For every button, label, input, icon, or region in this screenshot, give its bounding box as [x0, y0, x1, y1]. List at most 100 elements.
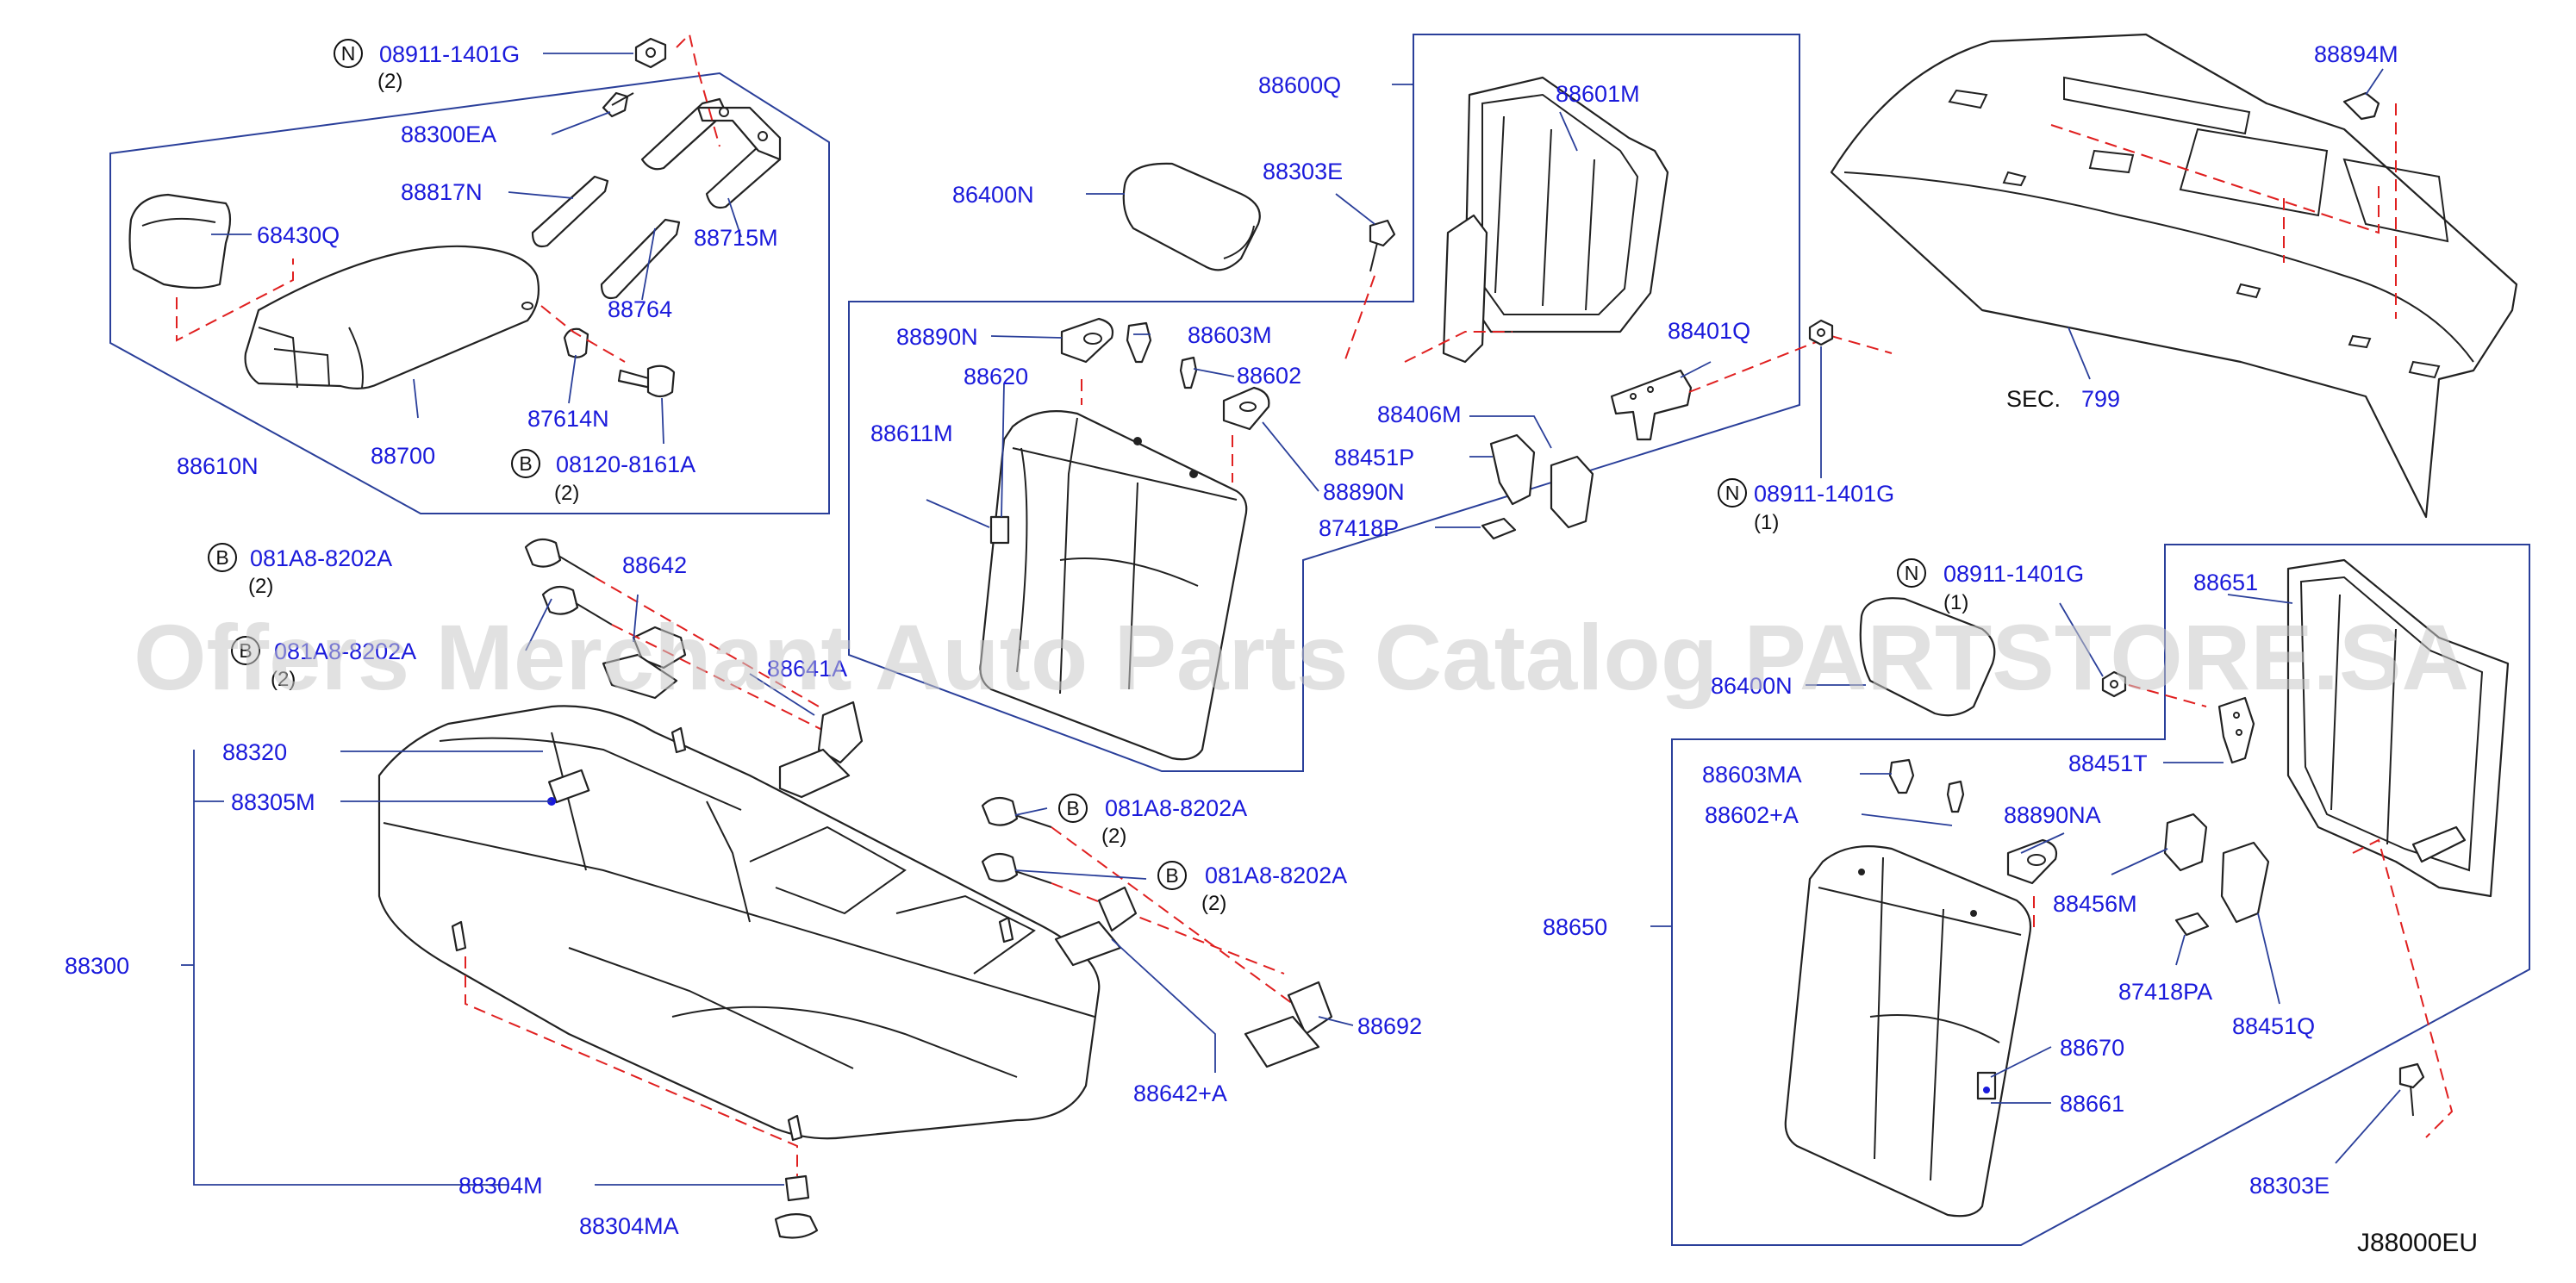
svg-text:B: B [215, 546, 228, 569]
label-86400N-upper[interactable]: 86400N [952, 182, 1034, 208]
label-86400N-lower[interactable]: 86400N [1711, 673, 1793, 699]
label-88700[interactable]: 88700 [371, 443, 435, 469]
label-88890N-b[interactable]: 88890N [1323, 479, 1405, 505]
qty-081A8-8202A-b: (2) [271, 668, 296, 691]
label-88715M[interactable]: 88715M [694, 225, 778, 251]
armrest-plate-88764 [600, 218, 681, 300]
label-88303E-upper[interactable]: 88303E [1263, 159, 1343, 184]
qty-08120-8161A: (2) [554, 482, 579, 505]
seat-cushion-88300 [377, 705, 1101, 1142]
seatback-lower-group-box [1671, 544, 2530, 1246]
label-88304M[interactable]: 88304M [458, 1173, 543, 1199]
section-number-link[interactable]: 799 [2081, 386, 2120, 412]
cover-88406M [1489, 433, 1536, 506]
label-88651[interactable]: 88651 [2193, 570, 2258, 595]
label-88661[interactable]: 88661 [2060, 1091, 2124, 1117]
label-081A8-8202A-b[interactable]: 081A8-8202A [274, 638, 416, 664]
bracket-88641A [778, 701, 864, 799]
bracket-88642 [602, 626, 687, 700]
seatback-88620 [979, 410, 1248, 761]
label-88303E-lower[interactable]: 88303E [2249, 1173, 2330, 1199]
label-081A8-8202A-d[interactable]: 081A8-8202A [1205, 863, 1347, 888]
armrest-body [244, 245, 540, 389]
label-88305M[interactable]: 88305M [231, 789, 315, 815]
label-88611M[interactable]: 88611M [870, 420, 953, 446]
label-87418P[interactable]: 87418P [1319, 515, 1399, 541]
bracket-88401Q [1610, 369, 1693, 441]
label-081A8-8202A-a[interactable]: 081A8-8202A [250, 545, 392, 571]
clip-88894M [2342, 91, 2380, 121]
escutcheon-88890N-b [1222, 386, 1270, 431]
svg-text:N: N [341, 42, 356, 65]
label-88670[interactable]: 88670 [2060, 1035, 2124, 1061]
watermark: Offers Merchant Auto Parts Catalog PARTS… [134, 605, 2469, 709]
label-88602[interactable]: 88602 [1237, 363, 1301, 389]
label-88602A[interactable]: 88602+A [1705, 802, 1799, 828]
label-88300[interactable]: 88300 [65, 953, 129, 979]
qty-08911-1401G-mid: (1) [1754, 511, 1779, 534]
cover-88451P [1550, 455, 1594, 529]
label-88650[interactable]: 88650 [1543, 914, 1607, 940]
qty-081A8-8202A-d: (2) [1201, 892, 1226, 915]
clip-88304M [784, 1174, 810, 1202]
label-88601M[interactable]: 88601M [1556, 81, 1640, 107]
bolt-081A8-c [981, 796, 1052, 828]
leader-lines [211, 53, 2401, 1186]
escutcheon-88890N-a [1060, 317, 1114, 364]
label-88642[interactable]: 88642 [622, 552, 687, 578]
label-88894M[interactable]: 88894M [2314, 41, 2398, 67]
escutcheon-88890NA [2006, 838, 2058, 885]
clip-88304MA [774, 1213, 819, 1239]
label-88603M[interactable]: 88603M [1188, 322, 1272, 348]
label-88406M[interactable]: 88406M [1377, 402, 1462, 427]
label-08911-1401G-mid[interactable]: 08911-1401G [1754, 481, 1894, 507]
label-88890NA[interactable]: 88890NA [2004, 802, 2101, 828]
clip-87418P [1481, 517, 1517, 540]
label-88304MA[interactable]: 88304MA [579, 1213, 679, 1239]
label-88610N[interactable]: 88610N [177, 453, 259, 479]
label-88401Q[interactable]: 88401Q [1668, 318, 1750, 344]
bushing-87614N [563, 327, 589, 358]
bolt-081A8-b [541, 585, 613, 626]
section-prefix: SEC. [2006, 386, 2061, 412]
bolt-88303E-upper [1369, 219, 1396, 272]
label-08120-8161A[interactable]: 08120-8161A [556, 452, 695, 477]
guide-88603MA [1888, 758, 1915, 794]
svg-text:B: B [239, 639, 252, 662]
label-88456M[interactable]: 88456M [2053, 891, 2137, 917]
label-88451T[interactable]: 88451T [2068, 750, 2148, 776]
label-88300EA[interactable]: 88300EA [401, 121, 496, 147]
qty-08911-1401G-top: (2) [377, 70, 402, 93]
armrest-plate-88817N [531, 175, 609, 248]
label-88600Q[interactable]: 88600Q [1258, 72, 1341, 98]
label-88764[interactable]: 88764 [608, 296, 672, 322]
label-08911-1401G-lower[interactable]: 08911-1401G [1943, 561, 2084, 587]
svg-text:B: B [519, 452, 532, 475]
label-88620[interactable]: 88620 [964, 364, 1028, 389]
label-87614N[interactable]: 87614N [527, 406, 609, 432]
label-87418PA[interactable]: 87418PA [2118, 979, 2212, 1005]
svg-text:B: B [1165, 864, 1178, 887]
bolt-88300EA [602, 91, 634, 118]
label-88451Q[interactable]: 88451Q [2232, 1013, 2315, 1039]
label-88603MA[interactable]: 88603MA [1702, 762, 1802, 788]
label-88320[interactable]: 88320 [222, 739, 287, 765]
label-88451P[interactable]: 88451P [1334, 445, 1414, 470]
label-88692[interactable]: 88692 [1357, 1013, 1422, 1039]
qty-081A8-8202A-a: (2) [248, 575, 273, 598]
label-88642A[interactable]: 88642+A [1133, 1081, 1227, 1106]
bolt-88303E-lower [2398, 1062, 2425, 1117]
label-88890N-a[interactable]: 88890N [896, 324, 978, 350]
armrest-bolt-08120 [617, 364, 676, 398]
label-081A8-8202A-c[interactable]: 081A8-8202A [1105, 795, 1247, 821]
hinge-bracket [640, 97, 782, 209]
headrest-86400N-lower [1859, 597, 1996, 717]
label-88641A[interactable]: 88641A [767, 656, 847, 682]
label-88817N[interactable]: 88817N [401, 179, 483, 205]
label-08911-1401G-top[interactable]: 08911-1401G [379, 41, 520, 67]
svg-text:B: B [1066, 797, 1079, 819]
label-68430Q[interactable]: 68430Q [257, 222, 340, 248]
armrest-cup-lid [128, 193, 232, 290]
seat-cushion-bracket [193, 750, 508, 1186]
